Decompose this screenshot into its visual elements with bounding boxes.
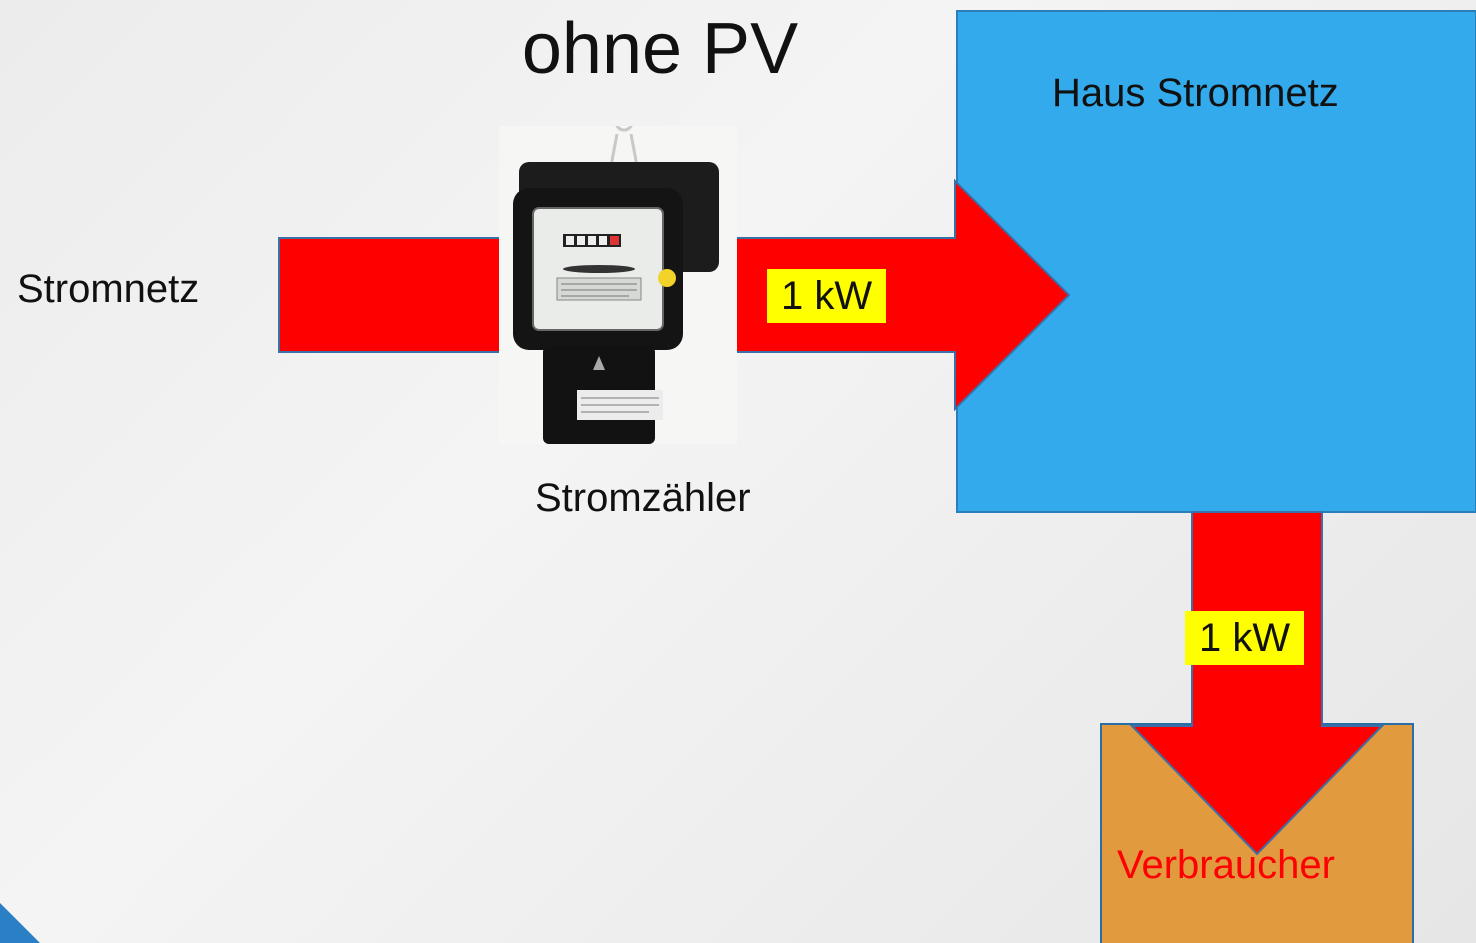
electricity-meter-image [499,112,737,444]
meter-label: Stromzähler [535,476,751,520]
grid-label: Stromnetz [17,267,200,311]
consumer-label: Verbraucher [1117,843,1335,887]
house-grid-label: Haus Stromnetz [1052,71,1339,115]
grid-to-house-power-label: 1 kW [767,269,887,323]
house-to-consumer-power-label: 1 kW [1185,611,1305,665]
house-to-consumer-arrow [1129,511,1385,856]
slide-title: ohne PV [521,9,799,89]
corner-decoration [0,903,40,943]
